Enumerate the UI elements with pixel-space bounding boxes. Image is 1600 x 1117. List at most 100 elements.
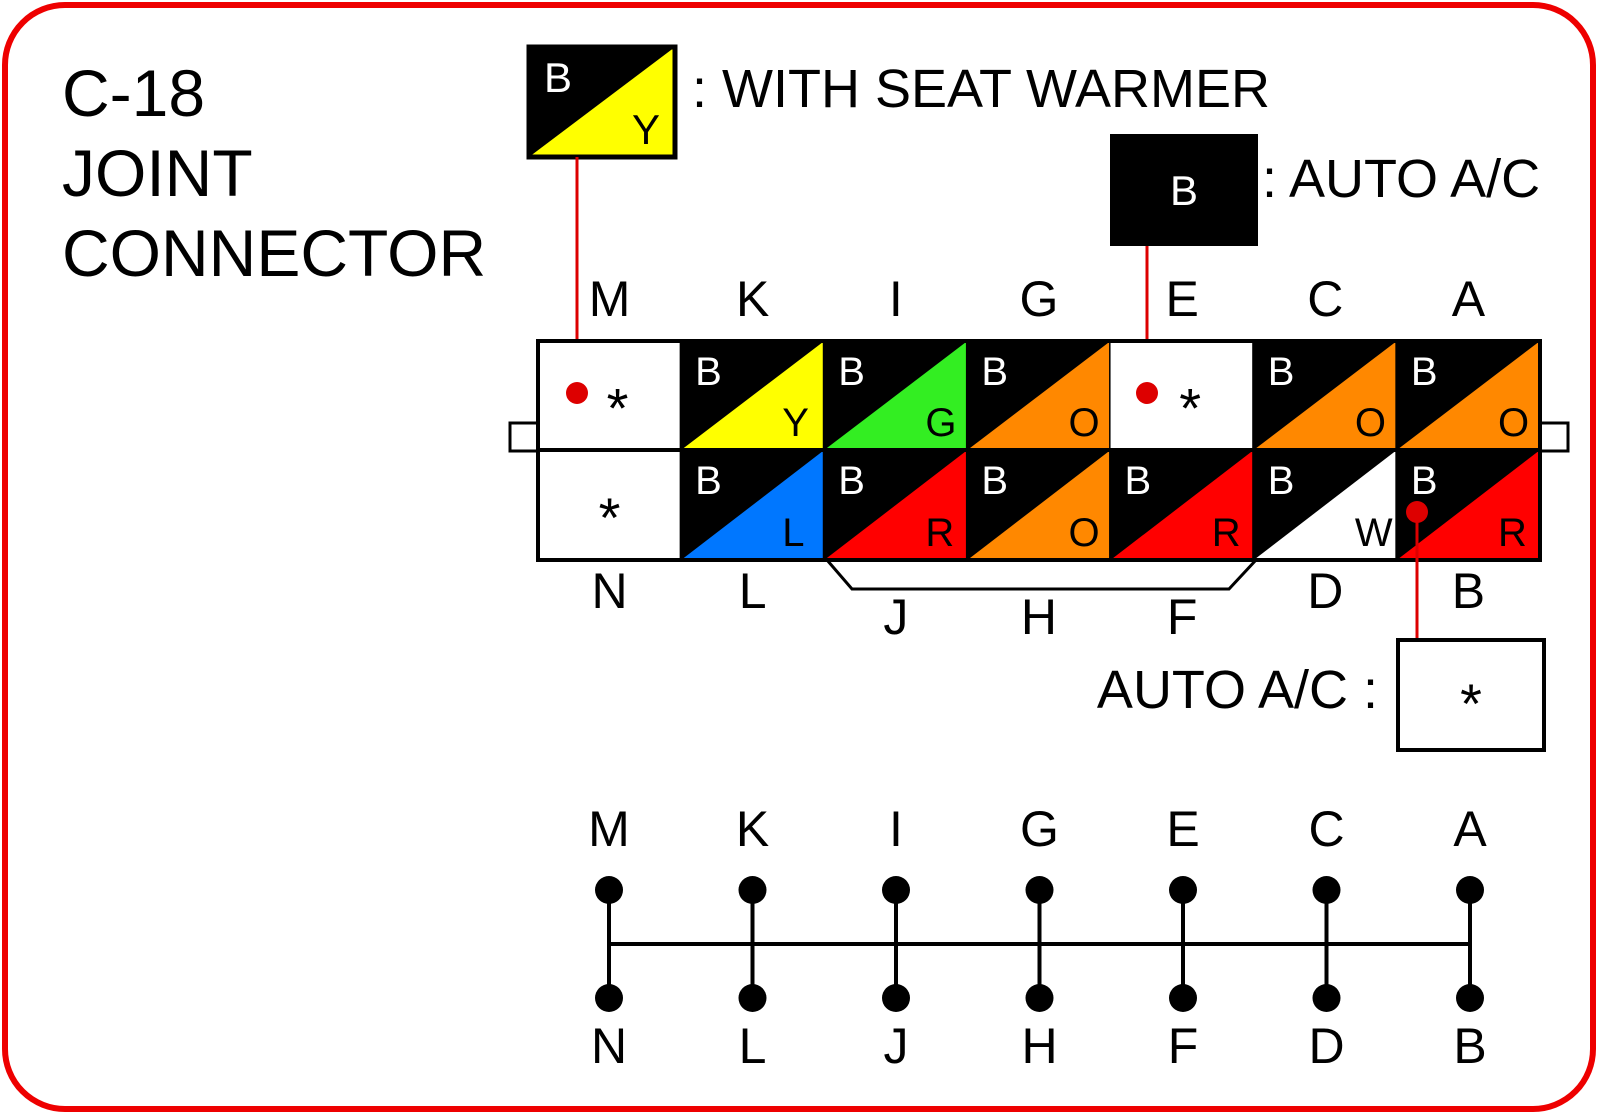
cell-top-letter: B: [695, 459, 722, 503]
connector-bottom-tab: [825, 558, 1258, 591]
schematic-terminal-F: [1169, 984, 1197, 1012]
pin-label-K: K: [736, 271, 769, 327]
cell-bottom-letter: L: [782, 511, 804, 555]
cell-star-symbol: *: [607, 377, 629, 440]
pin-label-J: J: [883, 589, 908, 645]
legend-seat-warmer-label: : WITH SEAT WARMER: [692, 59, 1270, 119]
cell-color-wedge: [824, 450, 968, 560]
legend-seat-warmer-top-letter: B: [544, 54, 572, 101]
schematic-terminal-J: [882, 984, 910, 1012]
connector-cell-A: BO: [1396, 341, 1542, 450]
cell-top-letter: B: [981, 350, 1008, 394]
cell-bottom-letter: O: [1355, 401, 1386, 445]
cell-top-letter: B: [981, 459, 1008, 503]
connector-cell-M: *: [538, 341, 683, 450]
title-line-1: C-18: [62, 56, 205, 130]
pin-label-E: E: [1165, 271, 1198, 327]
connector-cell-D: BW: [1253, 450, 1399, 560]
schematic-terminal-N: [595, 984, 623, 1012]
legend-auto-ac-bottom-label: AUTO A/C :: [1097, 660, 1378, 720]
pin-label-L: L: [739, 563, 767, 619]
cell-top-letter: B: [1411, 350, 1438, 394]
connector-cell-E: *: [1110, 341, 1256, 450]
title-line-3: CONNECTOR: [62, 216, 486, 290]
pin-label-G: G: [1020, 271, 1059, 327]
schematic-label-B: B: [1453, 1018, 1486, 1074]
schematic-label-G: G: [1020, 801, 1059, 857]
pin-label-D: D: [1307, 563, 1343, 619]
connector-cell-I: BG: [824, 341, 969, 450]
connector-cell-G: BO: [967, 341, 1113, 450]
pin-label-M: M: [589, 271, 631, 327]
cell-top-letter: B: [838, 350, 865, 394]
cell-top-letter: B: [838, 459, 865, 503]
legend-seat-warmer-bottom-letter: Y: [632, 106, 660, 153]
cell-color-wedge: [967, 450, 1111, 560]
cell-bottom-letter: R: [925, 511, 954, 555]
cell-top-letter: B: [1411, 459, 1438, 503]
cell-top-letter: B: [695, 350, 722, 394]
pin-label-B: B: [1452, 563, 1485, 619]
cell-color-wedge: [681, 341, 825, 450]
connector-cell-H: BO: [967, 450, 1113, 560]
cell-color-wedge: [1396, 450, 1540, 560]
schematic-label-L: L: [739, 1018, 767, 1074]
schematic-terminal-H: [1025, 984, 1054, 1012]
schematic-terminal-B: [1456, 984, 1484, 1012]
cell-color-wedge: [967, 341, 1111, 450]
schematic-label-J: J: [884, 1018, 909, 1074]
cell-top-letter: B: [1268, 350, 1295, 394]
schematic-terminal-D: [1312, 984, 1341, 1012]
pin-label-H: H: [1021, 589, 1057, 645]
cell-color-wedge: [1253, 450, 1397, 560]
pin-label-I: I: [889, 271, 903, 327]
cell-bottom-letter: O: [1498, 401, 1529, 445]
connector-cell-C: BO: [1253, 341, 1399, 450]
connector-cell-F: BR: [1110, 450, 1256, 560]
schematic-label-I: I: [889, 801, 903, 857]
schematic-terminal-E: [1169, 876, 1197, 904]
schematic-terminal-C: [1312, 876, 1341, 904]
connector-cell-K: BY: [681, 341, 826, 450]
cell-color-wedge: [1110, 450, 1254, 560]
connector-cell-L: BL: [681, 450, 826, 560]
schematic-label-K: K: [736, 801, 769, 857]
cell-bottom-letter: O: [1069, 401, 1100, 445]
cell-top-letter: B: [1268, 459, 1295, 503]
schematic-label-N: N: [591, 1018, 627, 1074]
connector-title: C-18 JOINT CONNECTOR: [62, 56, 486, 290]
schematic-terminal-G: [1025, 876, 1054, 904]
pin-label-C: C: [1307, 271, 1343, 327]
cell-color-wedge: [681, 450, 825, 560]
legend-auto-ac-top: B : AUTO A/C: [1110, 134, 1540, 246]
cell-color-wedge: [824, 341, 968, 450]
connector-cell-J: BR: [824, 450, 969, 560]
legend-auto-ac-letter: B: [1170, 167, 1198, 214]
legend-auto-ac-bottom: * AUTO A/C :: [1097, 638, 1546, 752]
schematic-label-F: F: [1168, 1018, 1199, 1074]
leader-dot-auto-ac-top: [1136, 382, 1158, 404]
cell-top-letter: B: [1125, 459, 1152, 503]
pin-label-N: N: [592, 563, 628, 619]
pin-label-F: F: [1167, 589, 1198, 645]
schematic-label-C: C: [1308, 801, 1344, 857]
cell-bottom-letter: Y: [782, 401, 809, 445]
cell-star-symbol: *: [1179, 377, 1201, 440]
legend-auto-ac-top-label: : AUTO A/C: [1262, 149, 1540, 209]
cell-star-symbol: *: [599, 486, 621, 549]
schematic-label-D: D: [1308, 1018, 1344, 1074]
schematic-terminal-I: [882, 876, 910, 904]
cell-color-wedge: [1396, 341, 1540, 450]
legend-seat-warmer: B Y : WITH SEAT WARMER: [526, 44, 1270, 160]
cell-bottom-letter: R: [1498, 511, 1527, 555]
schematic-terminal-A: [1456, 876, 1484, 904]
leader-dot-seat-warmer: [566, 382, 588, 404]
title-line-2: JOINT: [62, 136, 253, 210]
connector-latch-left: [508, 421, 540, 453]
connector-cell-N: *: [538, 450, 683, 560]
